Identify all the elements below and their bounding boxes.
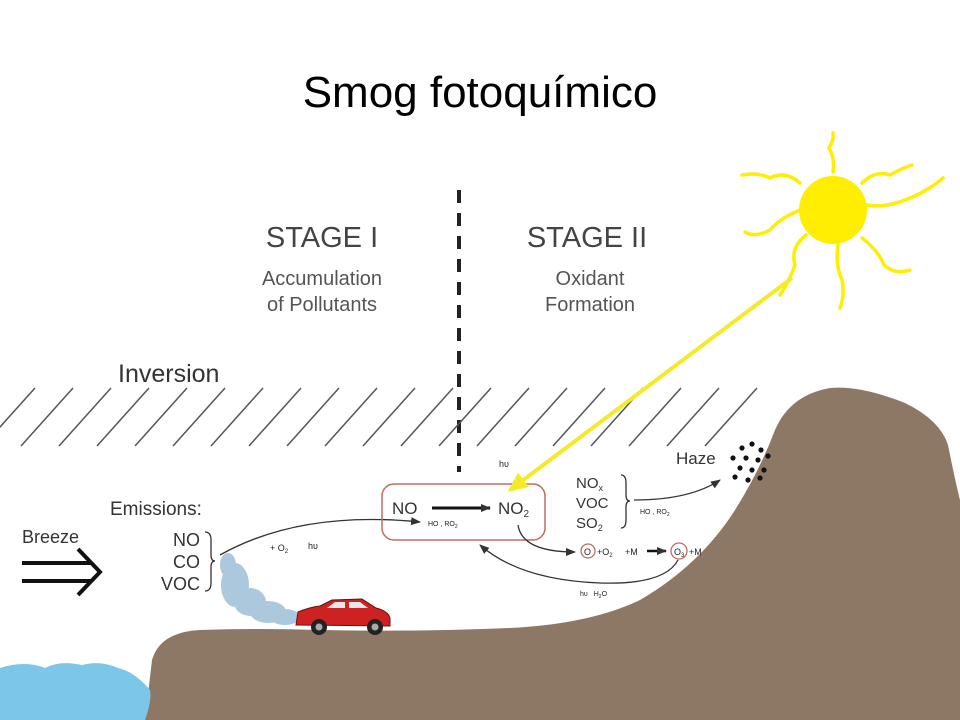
inversion-hatch-line <box>96 387 150 447</box>
ozone-plus-m: +M <box>625 547 638 557</box>
stage-2-title: STAGE II <box>527 222 647 254</box>
inversion-hatch-line <box>476 387 530 447</box>
inversion-hatch-line <box>286 387 340 447</box>
haze-particles-icon <box>730 441 771 483</box>
stage-2-line1: Oxidant <box>556 268 625 290</box>
exhaust-plume <box>220 553 300 625</box>
haze-particle <box>749 467 755 473</box>
stage-2-line2: Formation <box>545 294 635 316</box>
inversion-hatch-line <box>20 387 74 447</box>
emission-reaction-label: + O2 <box>270 543 289 555</box>
emission-hv-label: hυ <box>308 541 318 551</box>
emissions-brace <box>204 531 216 592</box>
box-hv: hυ <box>499 459 509 469</box>
inversion-hatch-line <box>134 387 188 447</box>
haze-particle <box>765 453 771 459</box>
inversion-hatch-line <box>362 387 416 447</box>
emissions-label: Emissions: <box>110 499 202 520</box>
haze-particle <box>737 465 743 471</box>
species-voc: VOC <box>576 495 609 512</box>
ozone-plus-m2: +M <box>689 547 702 557</box>
haze-label: Haze <box>676 449 716 468</box>
species-brace <box>620 474 631 529</box>
inversion-hatch-line <box>248 387 302 447</box>
inversion-hatch-line <box>628 387 682 447</box>
ozone-o3: O3 <box>674 547 685 559</box>
species-nox: NOx <box>576 475 604 493</box>
water-body <box>0 663 151 720</box>
ozone-o: O <box>584 547 591 557</box>
inversion-hatch-line <box>0 387 36 429</box>
inversion-hatch-line <box>514 387 568 447</box>
inversion-label: Inversion <box>118 360 219 388</box>
no2-to-ozone-arrow <box>517 524 576 556</box>
haze-particle <box>745 477 751 483</box>
haze-particle <box>749 441 755 447</box>
inversion-hatch-line <box>400 387 454 447</box>
stage-1-line2: of Pollutants <box>267 294 377 316</box>
car-icon <box>295 598 391 635</box>
inversion-hatch-line <box>210 387 264 447</box>
emission-voc: VOC <box>161 574 200 594</box>
ozone-reaction: O +O2 +M O3 +M <box>580 542 702 560</box>
sun-icon <box>740 131 945 310</box>
box-catalyst: HO , RO2 <box>428 521 458 530</box>
stage-2-label: STAGE II Oxidant Formation <box>527 222 647 316</box>
inversion-hatch-line <box>666 387 720 447</box>
box-no2: NO2 <box>498 499 530 520</box>
haze-particle <box>758 447 764 453</box>
reaction-box <box>381 483 546 541</box>
box-no: NO <box>392 499 418 518</box>
haze-particle <box>755 457 761 463</box>
haze-particle <box>730 455 736 461</box>
inversion-hatch-line <box>172 387 226 447</box>
emission-co: CO <box>173 552 200 572</box>
haze-particle <box>732 474 738 480</box>
stage-1-title: STAGE I <box>266 222 378 254</box>
breeze-label: Breeze <box>22 527 79 547</box>
diagram-title: Smog fotoquímico <box>303 68 658 117</box>
inversion-hatch-line <box>438 387 492 447</box>
return-arrow <box>479 544 679 584</box>
inversion-hatch-line <box>58 387 112 447</box>
inversion-layer <box>0 387 758 447</box>
haze-particle <box>757 475 763 481</box>
inversion-hatch-line <box>552 387 606 447</box>
inversion-hatch-line <box>704 387 758 447</box>
emission-to-box-arrow <box>219 517 421 556</box>
inversion-hatch-line <box>324 387 378 447</box>
stage-1-label: STAGE I Accumulation of Pollutants <box>262 222 382 316</box>
ground-hill <box>145 387 960 720</box>
ozone-plus-o2: +O2 <box>597 547 613 559</box>
species-so2: SO2 <box>576 515 603 533</box>
species-to-haze-arrow <box>633 479 721 501</box>
species-catalyst: HO , RO2 <box>640 509 670 518</box>
stage-1-line1: Accumulation <box>262 268 382 290</box>
haze-particle <box>761 467 767 473</box>
haze-particle <box>739 445 745 451</box>
haze-particle <box>743 455 749 461</box>
breeze-arrow-icon <box>22 547 103 597</box>
emission-no: NO <box>173 530 200 550</box>
sunlight-beam <box>507 276 794 492</box>
